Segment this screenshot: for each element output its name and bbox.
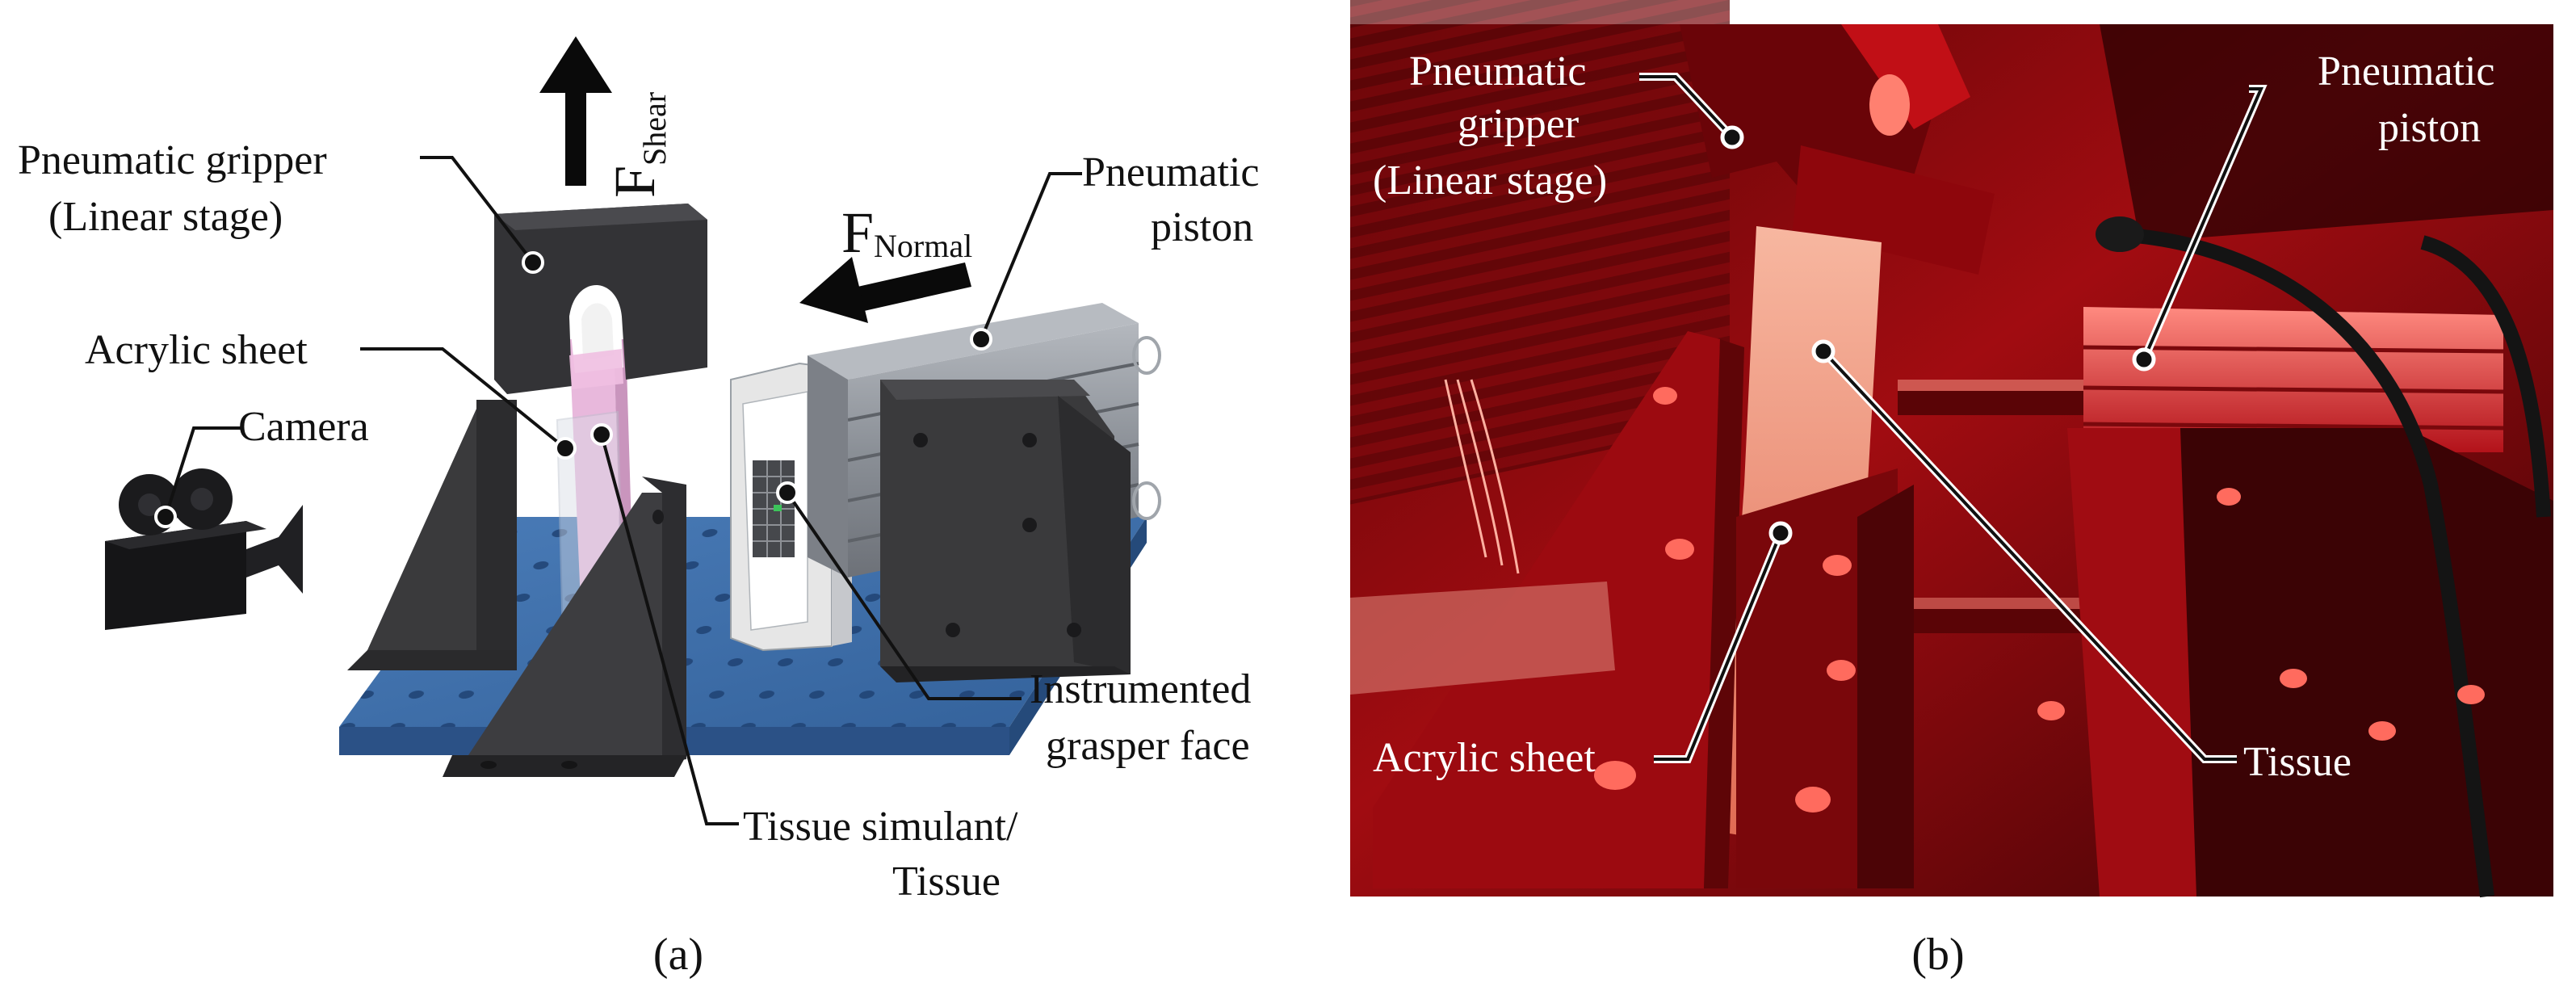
panel-a: FShear FNormal Pneumatic gripper (Linear… <box>18 36 1260 980</box>
photo-label-piston-line2: piston <box>2378 105 2481 151</box>
photo-content <box>1350 0 2553 898</box>
right-bracket <box>880 380 1131 682</box>
label-grasper-line2: grasper face <box>1046 723 1250 769</box>
panel-b: Pneumatic gripper (Linear stage) Pneumat… <box>1350 0 2553 980</box>
label-tissue-line2: Tissue <box>892 859 1001 905</box>
photo-label-piston-line1: Pneumatic <box>2318 48 2495 94</box>
label-tissue-line1: Tissue simulant/ <box>743 804 1018 850</box>
leaders-panel-b-core <box>1639 75 2264 761</box>
label-grasper-line1: Instrumented <box>1030 666 1251 712</box>
gripper-body <box>494 204 707 394</box>
shear-subscript: Shear <box>636 92 673 166</box>
shear-force-arrow <box>539 36 612 186</box>
leader-dots-panel-b <box>1720 125 2156 545</box>
label-gripper-line2: (Linear stage) <box>48 194 283 240</box>
normal-force-arrow <box>799 257 971 323</box>
leaders-panel-a <box>164 156 1082 825</box>
label-piston-line1: Pneumatic <box>1082 149 1260 195</box>
label-piston-line2: piston <box>1151 204 1253 250</box>
normal-subscript: Normal <box>874 228 972 264</box>
front-bracket <box>443 477 686 777</box>
caption-b: (b) <box>1911 930 1964 980</box>
photo-label-gripper-line3: (Linear stage) <box>1373 157 1607 204</box>
label-camera: Camera <box>238 404 369 450</box>
caption-a: (a) <box>653 930 703 980</box>
labels-panel-b: Pneumatic gripper (Linear stage) Pneumat… <box>1373 48 2495 785</box>
camera-icon <box>105 468 303 630</box>
shear-force-label: FShear <box>602 92 673 198</box>
photo-label-acrylic: Acrylic sheet <box>1373 735 1596 781</box>
label-acrylic: Acrylic sheet <box>85 327 308 373</box>
photo-label-tissue: Tissue <box>2243 739 2352 785</box>
label-gripper-line1: Pneumatic gripper <box>18 137 327 183</box>
photo-label-gripper-line2: gripper <box>1458 101 1579 147</box>
photo-label-gripper-line1: Pneumatic <box>1409 48 1587 94</box>
normal-force-label: FNormal <box>841 200 972 265</box>
leader-dots-panel-a <box>154 251 992 528</box>
labels-panel-a: Pneumatic gripper (Linear stage) Acrylic… <box>18 137 1260 905</box>
left-bracket <box>347 400 517 670</box>
